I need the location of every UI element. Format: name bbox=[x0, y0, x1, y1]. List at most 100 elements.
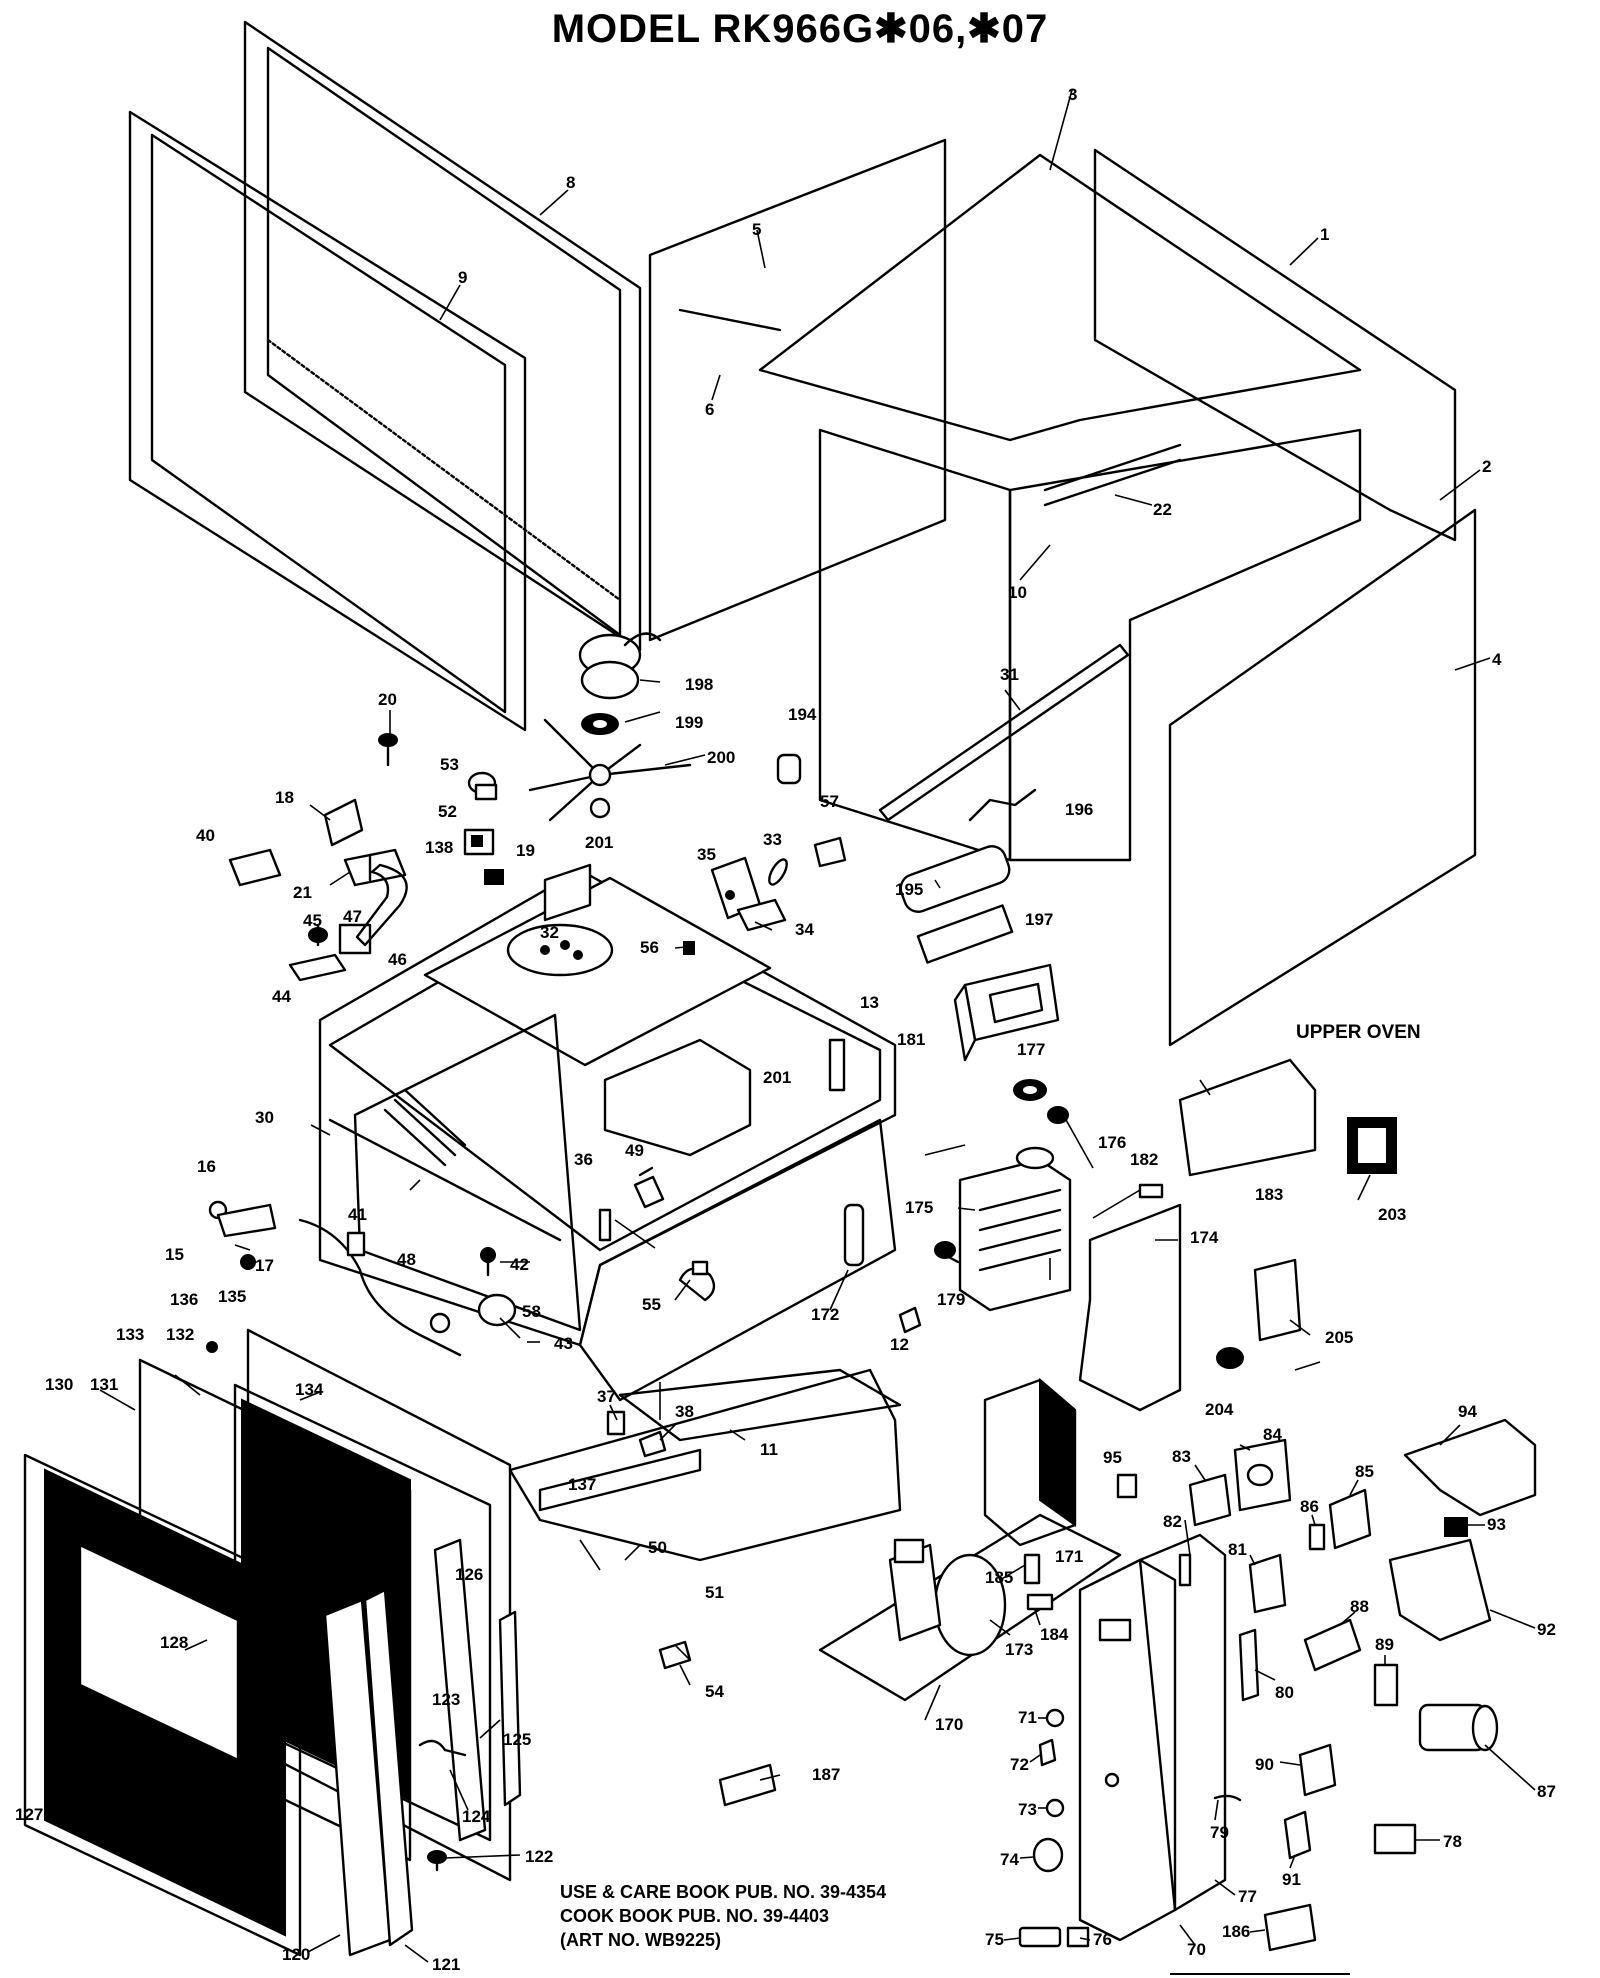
callout: 49 bbox=[625, 1141, 644, 1160]
callout: 94 bbox=[1458, 1402, 1477, 1421]
callout: 126 bbox=[455, 1565, 483, 1584]
part-52 bbox=[463, 828, 495, 856]
callout: 175 bbox=[905, 1198, 933, 1217]
part-204 bbox=[1216, 1347, 1244, 1369]
part-176 bbox=[1047, 1106, 1069, 1124]
note-line: USE & CARE BOOK PUB. NO. 39-4354 bbox=[560, 1882, 886, 1902]
callout: 134 bbox=[295, 1380, 324, 1399]
callout: 93 bbox=[1487, 1515, 1506, 1534]
part-203 bbox=[1347, 1117, 1397, 1174]
callout: 41 bbox=[348, 1205, 367, 1224]
part-56 bbox=[683, 941, 695, 955]
plate-40 bbox=[228, 848, 282, 887]
bracket-138 bbox=[355, 863, 408, 947]
part-184 bbox=[1026, 1593, 1054, 1611]
callout: 138 bbox=[425, 838, 453, 857]
bracket-18 bbox=[323, 798, 364, 847]
note-line: COOK BOOK PUB. NO. 39-4403 bbox=[560, 1906, 829, 1926]
part-86 bbox=[1308, 1523, 1326, 1551]
part-136 bbox=[206, 1341, 218, 1353]
screw-45 bbox=[308, 923, 328, 947]
callout: 130 bbox=[45, 1375, 73, 1394]
callout: 91 bbox=[1282, 1870, 1301, 1889]
callout: 20 bbox=[378, 690, 397, 709]
cover-94 bbox=[1403, 1418, 1537, 1517]
callout: 128 bbox=[160, 1633, 188, 1652]
callout: 198 bbox=[685, 675, 713, 694]
door-frame-inner bbox=[128, 110, 527, 732]
part-55 bbox=[678, 1260, 716, 1302]
callout: 173 bbox=[1005, 1640, 1033, 1659]
part-57 bbox=[813, 836, 847, 868]
callout: 33 bbox=[763, 830, 782, 849]
callout: 181 bbox=[897, 1030, 925, 1049]
part-187 bbox=[718, 1763, 777, 1807]
part-36 bbox=[598, 1208, 612, 1242]
wire-48 bbox=[298, 1218, 462, 1357]
motor-87 bbox=[1418, 1703, 1499, 1752]
callout: 174 bbox=[1190, 1228, 1219, 1247]
callout: 54 bbox=[705, 1682, 724, 1701]
callout: 124 bbox=[462, 1807, 491, 1826]
callout: 32 bbox=[540, 923, 559, 942]
note-line: (ART NO. WB9225) bbox=[560, 1930, 721, 1950]
knob-73 bbox=[1045, 1798, 1065, 1818]
choke-tube bbox=[899, 845, 1014, 964]
callout: 201 bbox=[763, 1068, 791, 1087]
knob-71 bbox=[1045, 1708, 1065, 1728]
part-37 bbox=[606, 1410, 626, 1436]
callout: 47 bbox=[343, 907, 362, 926]
bracket-21 bbox=[343, 848, 407, 887]
callout: 31 bbox=[1000, 665, 1019, 684]
callout: 179 bbox=[937, 1290, 965, 1309]
part-179 bbox=[934, 1241, 960, 1264]
callout: 122 bbox=[525, 1847, 553, 1866]
part-82 bbox=[1178, 1553, 1192, 1587]
stirrer-motor bbox=[578, 632, 662, 700]
part-38 bbox=[638, 1430, 667, 1458]
magnetron bbox=[958, 1146, 1072, 1312]
callout: 77 bbox=[1238, 1887, 1257, 1906]
part-91 bbox=[1283, 1810, 1312, 1860]
callout: 74 bbox=[1000, 1850, 1019, 1869]
callout: 171 bbox=[1055, 1547, 1083, 1566]
part-89 bbox=[1373, 1663, 1399, 1707]
bracket-34 bbox=[736, 898, 787, 932]
callout: 79 bbox=[1210, 1823, 1229, 1842]
callout: 30 bbox=[255, 1108, 274, 1127]
bracket-183 bbox=[1178, 1058, 1317, 1177]
callout: 88 bbox=[1350, 1597, 1369, 1616]
callout: 83 bbox=[1172, 1447, 1191, 1466]
callout: 129 bbox=[283, 1493, 311, 1512]
part-76 bbox=[1066, 1926, 1090, 1948]
callout: 72 bbox=[1010, 1755, 1029, 1774]
callout: 15 bbox=[165, 1245, 184, 1264]
part-53 bbox=[467, 771, 498, 801]
switch-47 bbox=[338, 923, 372, 955]
part-19 bbox=[484, 869, 504, 885]
callout: 197 bbox=[1025, 910, 1053, 929]
transformer bbox=[983, 1377, 1077, 1547]
cabinet-top-panel bbox=[758, 153, 1362, 442]
callout: 199 bbox=[675, 713, 703, 732]
callout: 35 bbox=[697, 845, 716, 864]
cavity-floor bbox=[578, 1118, 902, 1442]
callout: 6 bbox=[705, 400, 714, 419]
upper-oven-label: UPPER OVEN bbox=[1296, 1022, 1421, 1043]
model-title: MODEL RK966G✱06,✱07 bbox=[552, 7, 1049, 51]
part-186 bbox=[1263, 1903, 1317, 1952]
callout: 8 bbox=[566, 173, 575, 192]
cabinet-side-panel-left bbox=[648, 138, 947, 642]
callout: 184 bbox=[1040, 1625, 1069, 1644]
callout: 78 bbox=[1443, 1832, 1462, 1851]
bracket-196 bbox=[968, 788, 1037, 822]
callout: 45 bbox=[303, 911, 322, 930]
callout: 95 bbox=[1103, 1448, 1122, 1467]
callout: 2 bbox=[1482, 457, 1491, 476]
part-12 bbox=[898, 1306, 922, 1334]
fan-173 bbox=[888, 1538, 1007, 1657]
oven-cavity bbox=[318, 868, 897, 1347]
callout: 203 bbox=[1378, 1205, 1406, 1224]
callout: 182 bbox=[1130, 1150, 1158, 1169]
callout: 195 bbox=[895, 880, 923, 899]
